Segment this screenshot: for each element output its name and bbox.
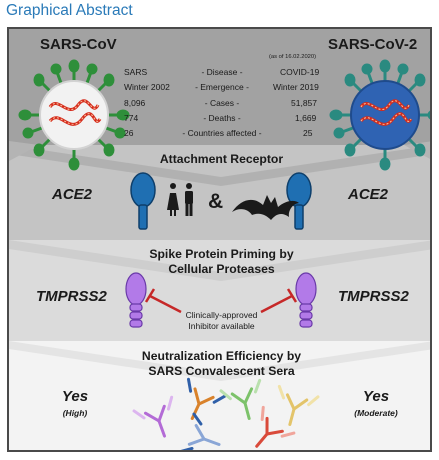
antibody-icon	[132, 377, 320, 450]
result-left-sub: (High)	[62, 408, 88, 418]
protease-icon	[125, 272, 147, 328]
stat-right-3: 1,669	[295, 113, 317, 123]
receptor-right-label: ACE2	[348, 186, 389, 203]
stat-label-0: - Disease -	[201, 67, 243, 77]
protease-right-label: TMPRSS2	[338, 288, 409, 305]
stat-right-1: Winter 2019	[273, 82, 319, 92]
receptor-icon	[130, 172, 156, 230]
stat-right-0: COVID-19	[280, 67, 320, 77]
stat-left-1: Winter 2002	[124, 82, 170, 92]
people-icon	[167, 183, 193, 216]
virus-icon	[329, 59, 430, 171]
stat-label-2: - Cases -	[204, 98, 240, 108]
chevron-arrow-icon	[9, 141, 430, 381]
date-note: (as of 16.02.2020)	[269, 54, 317, 60]
stat-right-2: 51,857	[291, 98, 317, 108]
priming-title-line2: Cellular Proteases	[168, 262, 275, 276]
graphical-abstract-heading: Graphical Abstract	[6, 2, 133, 19]
inhibitor-icon	[144, 288, 298, 314]
receptor-icon	[286, 172, 312, 230]
stat-left-4: 26	[124, 128, 134, 138]
protease-left-label: TMPRSS2	[36, 288, 107, 305]
abstract-artwork	[9, 59, 430, 450]
stat-left-2: 8,096	[124, 98, 146, 108]
virus-icon	[18, 59, 130, 171]
receptor-title: Attachment Receptor	[159, 152, 284, 166]
stat-label-3: - Deaths -	[203, 113, 241, 123]
ampersand-text: &	[208, 190, 224, 213]
bat-icon	[232, 195, 299, 220]
stat-label-4: - Countries affected -	[182, 128, 262, 138]
virus-left-label: SARS-CoV	[40, 36, 117, 53]
stat-label-1: - Emergence -	[195, 82, 249, 92]
neutral-title-line1: Neutralization Efficiency by	[141, 349, 302, 363]
protease-icon	[295, 272, 317, 328]
abstract-frame: SARS-CoV SARS-CoV-2 (as of 16.02.2020) S…	[7, 27, 432, 452]
result-right-sub: (Moderate)	[354, 408, 398, 418]
inhibitor-line2: Inhibitor available	[188, 321, 255, 331]
virus-right-label: SARS-CoV-2	[328, 36, 418, 53]
neutral-title-line2: SARS Convalescent Sera	[148, 364, 295, 378]
stat-left-0: SARS	[124, 67, 148, 77]
inhibitor-line1: Clinically-approved	[185, 310, 258, 320]
stat-right-4: 25	[303, 128, 313, 138]
stat-left-3: 774	[124, 113, 139, 123]
result-left: Yes	[61, 388, 89, 405]
priming-title-line1: Spike Protein Priming by	[149, 247, 294, 261]
result-right: Yes	[362, 388, 390, 405]
receptor-left-label: ACE2	[52, 186, 93, 203]
